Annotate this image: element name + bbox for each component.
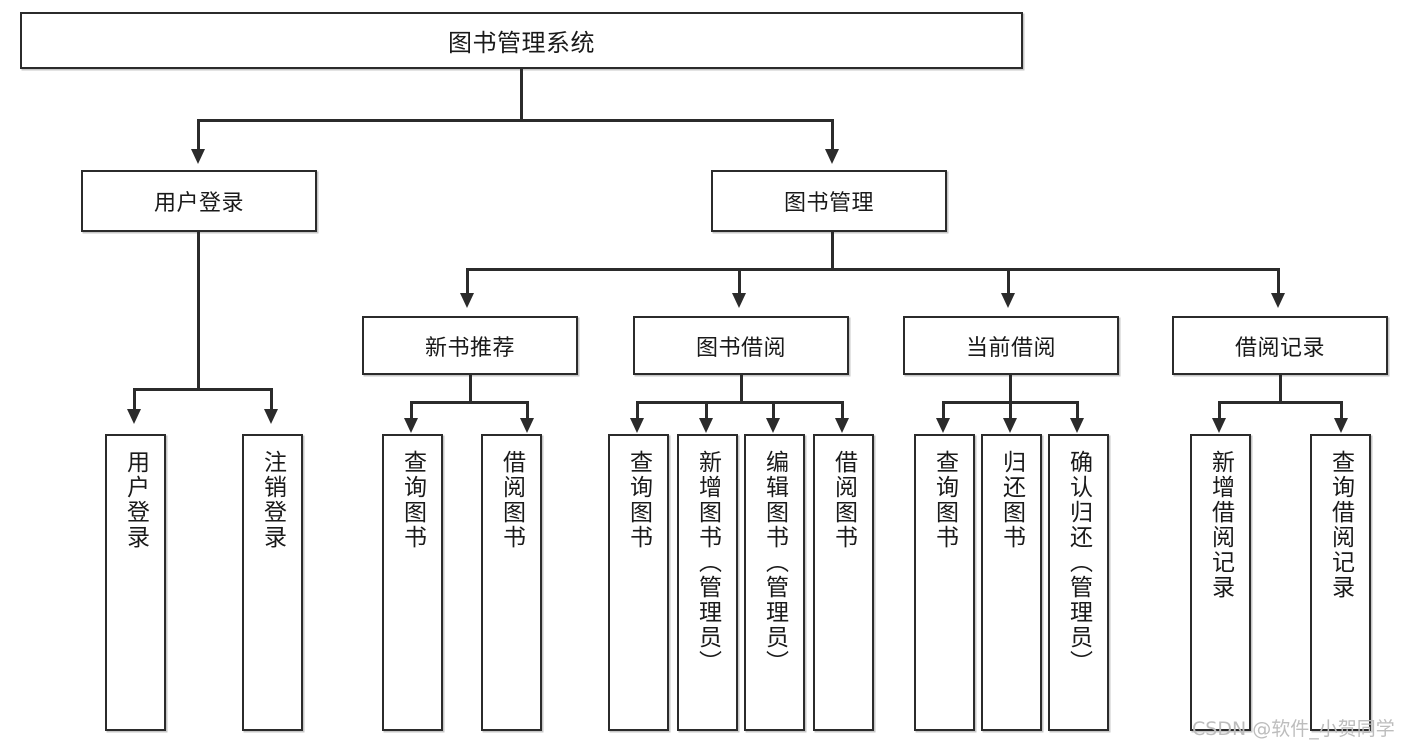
leaf-node-query-book-current[interactable]: 查询图书 <box>914 434 975 731</box>
node-label: 图书借阅 <box>695 335 786 361</box>
node-label: 图书管理 <box>783 191 874 216</box>
node-root-book-management-system[interactable]: 图书管理系统 <box>20 12 1023 69</box>
node-book-borrow[interactable]: 图书借阅 <box>633 316 849 375</box>
arrowhead-leaf-return-book <box>1003 418 1017 433</box>
node-label: 确认归还（管理员） <box>1065 450 1092 675</box>
arrowhead-new-book-recommend <box>460 293 474 308</box>
connector-drop-new-book <box>466 268 469 294</box>
arrowhead-leaf-query-book-2 <box>630 418 644 433</box>
connector-new-book-bus <box>410 401 528 404</box>
node-user-login[interactable]: 用户登录 <box>81 170 317 232</box>
arrowhead-book-borrow <box>732 293 746 308</box>
connector-user-login-bus <box>133 388 272 391</box>
connector-book-borrow-drop-3 <box>772 401 775 419</box>
leaf-node-user-login[interactable]: 用户登录 <box>105 434 166 731</box>
node-label: 归还图书 <box>998 450 1025 550</box>
node-label: 图书管理系统 <box>448 29 595 57</box>
node-label: 注销登录 <box>259 450 286 550</box>
connector-drop-book-borrow <box>738 268 741 294</box>
connector-root-stem <box>520 69 523 120</box>
arrowhead-leaf-confirm-return <box>1070 418 1084 433</box>
connector-root-drop-user-login <box>197 119 200 150</box>
arrowhead-leaf-query-record <box>1334 418 1348 433</box>
connector-book-borrow-drop-2 <box>705 401 708 419</box>
leaf-node-query-book-recommend[interactable]: 查询图书 <box>382 434 443 731</box>
arrowhead-leaf-borrow-book-1 <box>520 418 534 433</box>
leaf-node-edit-book-admin[interactable]: 编辑图书（管理员） <box>744 434 805 731</box>
node-label: 用户登录 <box>122 450 149 550</box>
leaf-node-logout[interactable]: 注销登录 <box>242 434 303 731</box>
connector-new-book-drop-1 <box>410 401 413 419</box>
arrowhead-borrow-record <box>1271 293 1285 308</box>
arrowhead-current-borrow <box>1001 293 1015 308</box>
arrowhead-leaf-query-book-3 <box>936 418 950 433</box>
connector-book-borrow-drop-1 <box>636 401 639 419</box>
connector-drop-current-borrow <box>1007 268 1010 294</box>
arrowhead-leaf-add-book <box>699 418 713 433</box>
node-book-management[interactable]: 图书管理 <box>711 170 947 232</box>
connector-book-management-bus <box>466 268 1278 271</box>
leaf-node-return-book[interactable]: 归还图书 <box>981 434 1042 731</box>
csdn-watermark: CSDN @软件_小贺同学 <box>1192 718 1395 740</box>
connector-borrow-record-drop-2 <box>1340 401 1343 419</box>
node-label: 用户登录 <box>153 191 244 216</box>
node-new-book-recommend[interactable]: 新书推荐 <box>362 316 578 375</box>
leaf-node-query-book-borrow[interactable]: 查询图书 <box>608 434 669 731</box>
connector-new-book-drop-2 <box>526 401 529 419</box>
leaf-node-confirm-return-admin[interactable]: 确认归还（管理员） <box>1048 434 1109 731</box>
connector-current-borrow-drop-3 <box>1076 401 1079 419</box>
arrowhead-leaf-edit-book <box>766 418 780 433</box>
node-current-borrow[interactable]: 当前借阅 <box>903 316 1119 375</box>
connector-borrow-record-bus <box>1218 401 1342 404</box>
node-label: 查询图书 <box>931 450 958 550</box>
node-label: 新增图书（管理员） <box>694 450 721 675</box>
node-label: 查询借阅记录 <box>1327 450 1354 600</box>
node-label: 当前借阅 <box>965 335 1056 361</box>
connector-book-borrow-stem <box>740 375 743 403</box>
connector-user-login-drop-2 <box>270 388 273 410</box>
connector-drop-borrow-record <box>1277 268 1280 294</box>
connector-book-borrow-drop-4 <box>841 401 844 419</box>
connector-current-borrow-drop-1 <box>942 401 945 419</box>
arrowhead-leaf-logout <box>264 409 278 424</box>
leaf-node-add-borrow-record[interactable]: 新增借阅记录 <box>1190 434 1251 731</box>
arrowhead-leaf-user-login <box>127 409 141 424</box>
node-label: 借阅记录 <box>1234 335 1325 361</box>
connector-current-borrow-drop-2 <box>1009 401 1012 419</box>
connector-user-login-stem <box>197 232 200 390</box>
node-label: 编辑图书（管理员） <box>761 450 788 675</box>
arrowhead-book-management <box>825 149 839 164</box>
arrowhead-leaf-add-record <box>1212 418 1226 433</box>
leaf-node-borrow-book[interactable]: 借阅图书 <box>813 434 874 731</box>
arrowhead-leaf-borrow-book-2 <box>835 418 849 433</box>
connector-borrow-record-drop-1 <box>1218 401 1221 419</box>
node-label: 新书推荐 <box>424 335 515 361</box>
connector-book-management-stem <box>831 232 834 270</box>
arrowhead-user-login <box>191 149 205 164</box>
node-label: 查询图书 <box>399 450 426 550</box>
arrowhead-leaf-query-book-1 <box>404 418 418 433</box>
node-borrow-record[interactable]: 借阅记录 <box>1172 316 1388 375</box>
node-label: 新增借阅记录 <box>1207 450 1234 600</box>
connector-root-drop-book-management <box>831 119 834 150</box>
connector-book-borrow-bus <box>636 401 843 404</box>
leaf-node-add-book-admin[interactable]: 新增图书（管理员） <box>677 434 738 731</box>
connector-current-borrow-stem <box>1009 375 1012 403</box>
node-label: 借阅图书 <box>498 450 525 550</box>
connector-user-login-drop-1 <box>133 388 136 410</box>
connector-new-book-stem <box>469 375 472 403</box>
leaf-node-query-borrow-record[interactable]: 查询借阅记录 <box>1310 434 1371 731</box>
leaf-node-borrow-book-recommend[interactable]: 借阅图书 <box>481 434 542 731</box>
node-label: 查询图书 <box>625 450 652 550</box>
node-label: 借阅图书 <box>830 450 857 550</box>
connector-root-bus <box>197 119 833 122</box>
connector-borrow-record-stem <box>1279 375 1282 403</box>
